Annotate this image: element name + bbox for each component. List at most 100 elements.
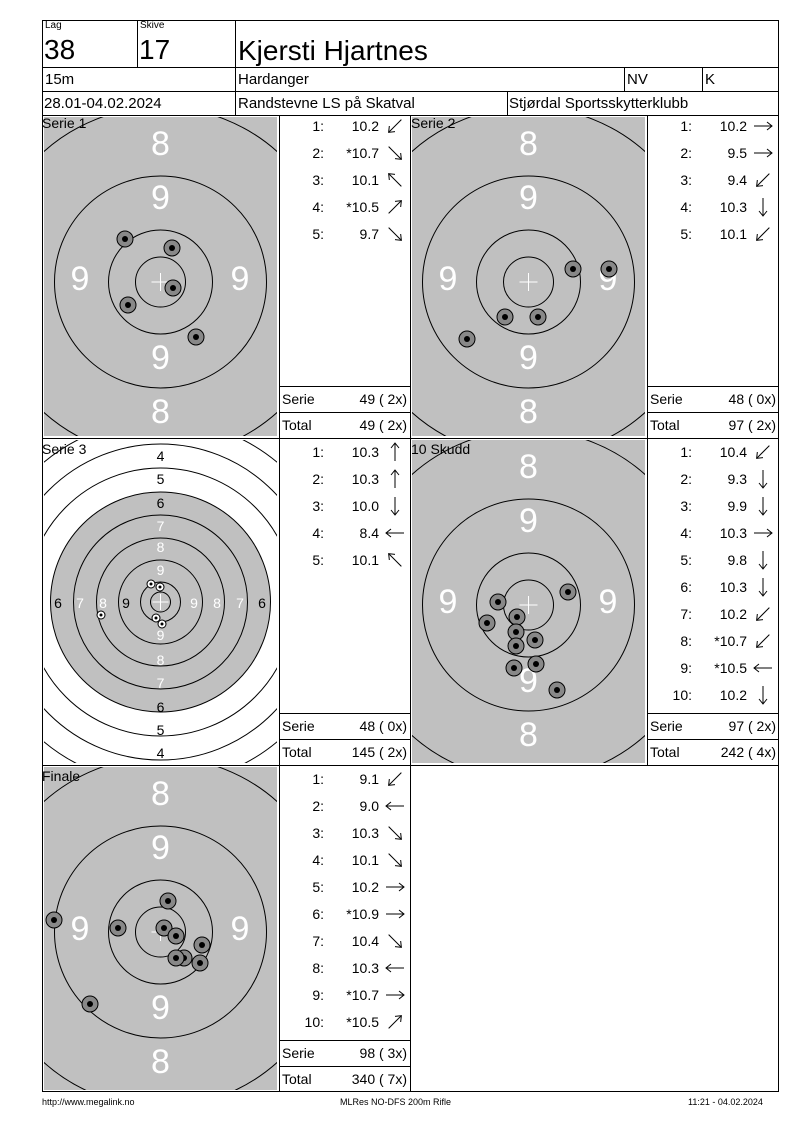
shot-row: 10:10.2 — [647, 685, 779, 705]
ring-number: 8 — [151, 393, 170, 431]
direction-arrow-icon — [752, 116, 774, 136]
ring-number: 7 — [157, 518, 165, 534]
ring-number: 9 — [439, 583, 458, 621]
direction-arrow-icon — [384, 224, 406, 244]
ring-number: 6 — [258, 595, 266, 611]
ring-number: 8 — [151, 775, 170, 813]
shot-number: 6: — [680, 579, 692, 595]
ring-number: 9 — [190, 595, 198, 611]
total-label: Total — [650, 744, 680, 760]
lag-value: 38 — [44, 34, 76, 65]
ring-number: 6 — [54, 595, 62, 611]
summary-divider — [279, 386, 410, 387]
shot-hole — [565, 589, 571, 595]
panel-title-serie-1: Serie 1 — [42, 115, 87, 131]
shot-number: 5: — [312, 879, 324, 895]
total-value: 340 ( 7x) — [351, 1071, 407, 1087]
shot-hole — [122, 236, 128, 242]
panel-title-serie-3: Serie 3 — [42, 441, 87, 457]
shot-row: 6:*10.9 — [279, 904, 410, 924]
shot-number: 4: — [312, 199, 324, 215]
target-ring — [135, 906, 186, 958]
header-divider — [42, 67, 779, 68]
distance: 15m — [45, 71, 75, 88]
shot-value: 10.3 — [351, 444, 379, 460]
shot-row: 1:10.3 — [279, 442, 410, 462]
direction-arrow-icon — [752, 523, 774, 543]
shot-value: 10.3 — [351, 825, 379, 841]
shot-row: 4:10.1 — [279, 850, 410, 870]
shot-value: 10.1 — [351, 172, 379, 188]
lag-label: Lag — [45, 20, 62, 31]
shot-number: 2: — [680, 471, 692, 487]
shot-number: 8: — [312, 960, 324, 976]
footer-program: MLRes NO-DFS 200m Rifle — [340, 1097, 452, 1107]
shot-row: 4:8.4 — [279, 523, 410, 543]
direction-arrow-icon — [384, 904, 406, 924]
header-divider — [507, 91, 508, 115]
shot-hole — [149, 582, 153, 586]
shot-number: 3: — [312, 825, 324, 841]
shot-hole — [197, 960, 203, 966]
shot-row: 8:10.3 — [279, 958, 410, 978]
shot-row: 7:10.2 — [647, 604, 779, 624]
shot-number: 5: — [312, 552, 324, 568]
shot-number: 7: — [312, 933, 324, 949]
target-ring — [118, 559, 203, 645]
ring-number: 8 — [519, 393, 538, 431]
serie-value: 48 ( 0x) — [728, 391, 776, 407]
target-ring — [476, 552, 581, 658]
shot-value: 10.2 — [719, 606, 747, 622]
ring-number: 9 — [231, 910, 250, 948]
shot-number: 9: — [312, 987, 324, 1003]
shot-row: 4:10.3 — [647, 197, 779, 217]
shot-row: 2:9.3 — [647, 469, 779, 489]
ring-number: 8 — [157, 539, 165, 555]
shot-row: 2:9.5 — [647, 143, 779, 163]
skive-value: 17 — [139, 34, 171, 65]
shot-value: 10.2 — [719, 118, 747, 134]
shot-number: 8: — [680, 633, 692, 649]
ring-number: 9 — [151, 339, 170, 377]
shot-row: 3:9.9 — [647, 496, 779, 516]
shot-number: 2: — [312, 798, 324, 814]
ring-number: 9 — [151, 179, 170, 217]
ring-number: 4 — [157, 448, 165, 464]
direction-arrow-icon — [384, 958, 406, 978]
shot-row: 5:10.1 — [279, 550, 410, 570]
direction-arrow-icon — [752, 170, 774, 190]
ring-number: 6 — [157, 495, 165, 511]
shot-hole — [513, 629, 519, 635]
target-ring — [108, 879, 213, 985]
shot-hole — [464, 336, 470, 342]
shot-row: 3:10.0 — [279, 496, 410, 516]
direction-arrow-icon — [384, 823, 406, 843]
footer-timestamp: 11:21 - 04.02.2024 — [688, 1097, 763, 1107]
ring-number: 8 — [519, 125, 538, 163]
panel-title-serie-2: Serie 2 — [411, 115, 456, 131]
column-divider — [279, 115, 280, 1092]
target-ring — [150, 591, 171, 613]
serie-label: Serie — [282, 391, 315, 407]
shot-hole — [170, 285, 176, 291]
shot-value: *10.5 — [346, 1014, 379, 1030]
ring-number: 9 — [439, 260, 458, 298]
total-label: Total — [282, 417, 312, 433]
target-ring — [44, 443, 277, 761]
shot-value: 10.2 — [351, 879, 379, 895]
shot-row: 5: 10.2 — [279, 877, 410, 897]
shot-hole — [154, 616, 158, 620]
shot-row: 3: 10.3 — [279, 823, 410, 843]
shot-hole — [606, 266, 612, 272]
shot-row: 7:10.4 — [279, 931, 410, 951]
header-divider — [235, 20, 236, 115]
shot-hole — [161, 925, 167, 931]
direction-arrow-icon — [384, 796, 406, 816]
shot-number: 1: — [680, 118, 692, 134]
shot-hole — [533, 661, 539, 667]
